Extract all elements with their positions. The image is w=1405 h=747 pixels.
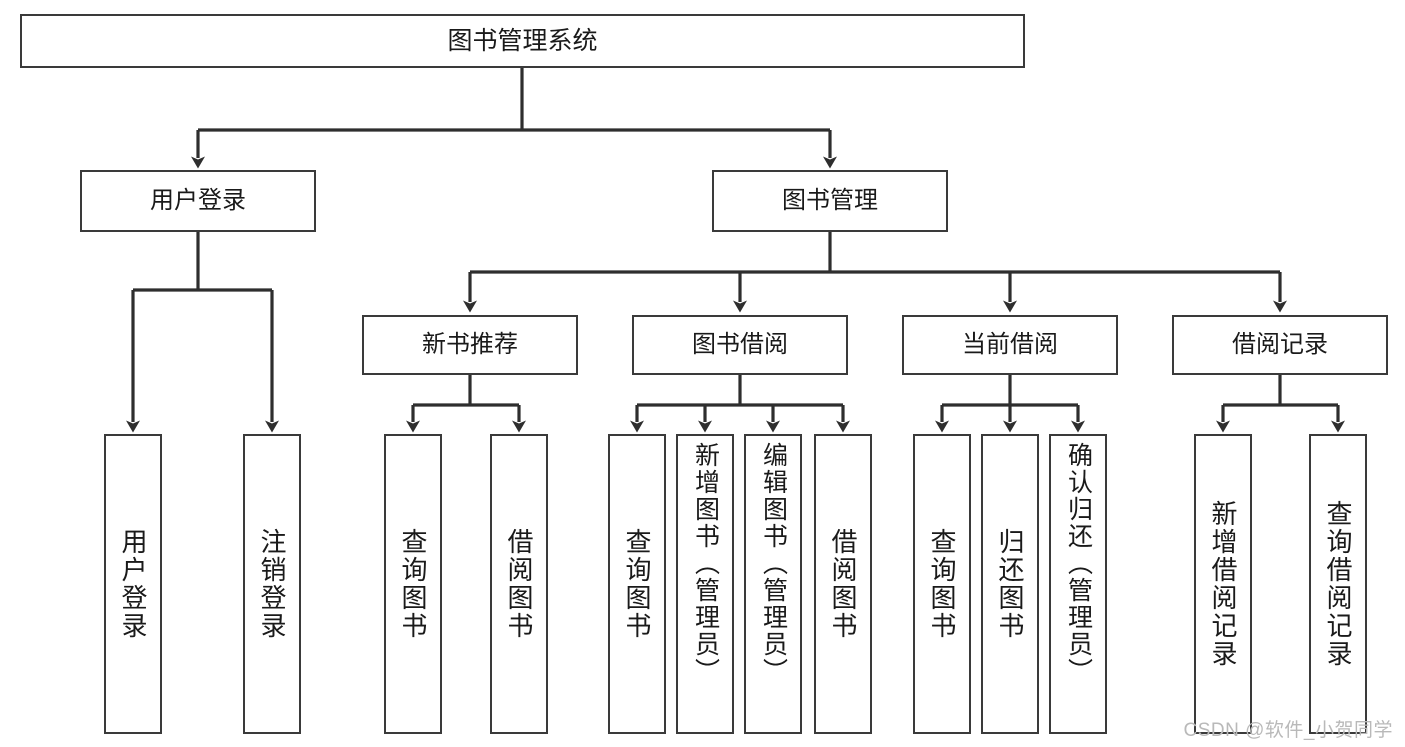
node-label: 注销登录 bbox=[257, 528, 287, 640]
node-label: 查询图书 bbox=[622, 528, 652, 640]
node-label: 新增图书（管理员） bbox=[691, 442, 720, 685]
node-new-book-recommend[interactable]: 新书推荐 bbox=[362, 315, 578, 375]
node-label: 查询图书 bbox=[927, 528, 957, 640]
node-leaf-query-book-2[interactable]: 查询图书 bbox=[608, 434, 666, 734]
node-label: 借阅图书 bbox=[828, 528, 858, 640]
node-label: 查询图书 bbox=[398, 528, 428, 640]
node-label: 编辑图书（管理员） bbox=[759, 442, 788, 685]
node-book-management[interactable]: 图书管理 bbox=[712, 170, 948, 232]
node-label: 借阅图书 bbox=[504, 528, 534, 640]
node-leaf-user-login[interactable]: 用户登录 bbox=[104, 434, 162, 734]
node-label: 新书推荐 bbox=[422, 331, 518, 359]
node-label: 图书管理 bbox=[782, 187, 878, 215]
node-current-borrow[interactable]: 当前借阅 bbox=[902, 315, 1118, 375]
node-leaf-query-book-1[interactable]: 查询图书 bbox=[384, 434, 442, 734]
node-label: 用户登录 bbox=[118, 528, 148, 640]
node-label: 用户登录 bbox=[150, 187, 246, 215]
node-label: 确认归还（管理员） bbox=[1064, 442, 1093, 685]
node-leaf-edit-book[interactable]: 编辑图书（管理员） bbox=[744, 434, 802, 734]
node-borrow-record[interactable]: 借阅记录 bbox=[1172, 315, 1388, 375]
node-leaf-borrow-book-2[interactable]: 借阅图书 bbox=[814, 434, 872, 734]
node-book-borrow[interactable]: 图书借阅 bbox=[632, 315, 848, 375]
node-label: 当前借阅 bbox=[962, 331, 1058, 359]
watermark-text: CSDN @软件_小贺同学 bbox=[1183, 720, 1393, 741]
node-leaf-add-book[interactable]: 新增图书（管理员） bbox=[676, 434, 734, 734]
node-leaf-return-book[interactable]: 归还图书 bbox=[981, 434, 1039, 734]
node-leaf-borrow-book-1[interactable]: 借阅图书 bbox=[490, 434, 548, 734]
node-leaf-query-book-3[interactable]: 查询图书 bbox=[913, 434, 971, 734]
node-leaf-add-record[interactable]: 新增借阅记录 bbox=[1194, 434, 1252, 734]
node-leaf-confirm-return[interactable]: 确认归还（管理员） bbox=[1049, 434, 1107, 734]
node-label: 图书借阅 bbox=[692, 331, 788, 359]
node-label: 新增借阅记录 bbox=[1208, 500, 1238, 668]
node-label: 借阅记录 bbox=[1232, 331, 1328, 359]
node-label: 图书管理系统 bbox=[447, 26, 598, 55]
node-label: 查询借阅记录 bbox=[1323, 500, 1353, 668]
node-user-login[interactable]: 用户登录 bbox=[80, 170, 316, 232]
node-root-system[interactable]: 图书管理系统 bbox=[20, 14, 1025, 68]
node-leaf-logout-login[interactable]: 注销登录 bbox=[243, 434, 301, 734]
node-leaf-query-record[interactable]: 查询借阅记录 bbox=[1309, 434, 1367, 734]
node-label: 归还图书 bbox=[995, 528, 1025, 640]
